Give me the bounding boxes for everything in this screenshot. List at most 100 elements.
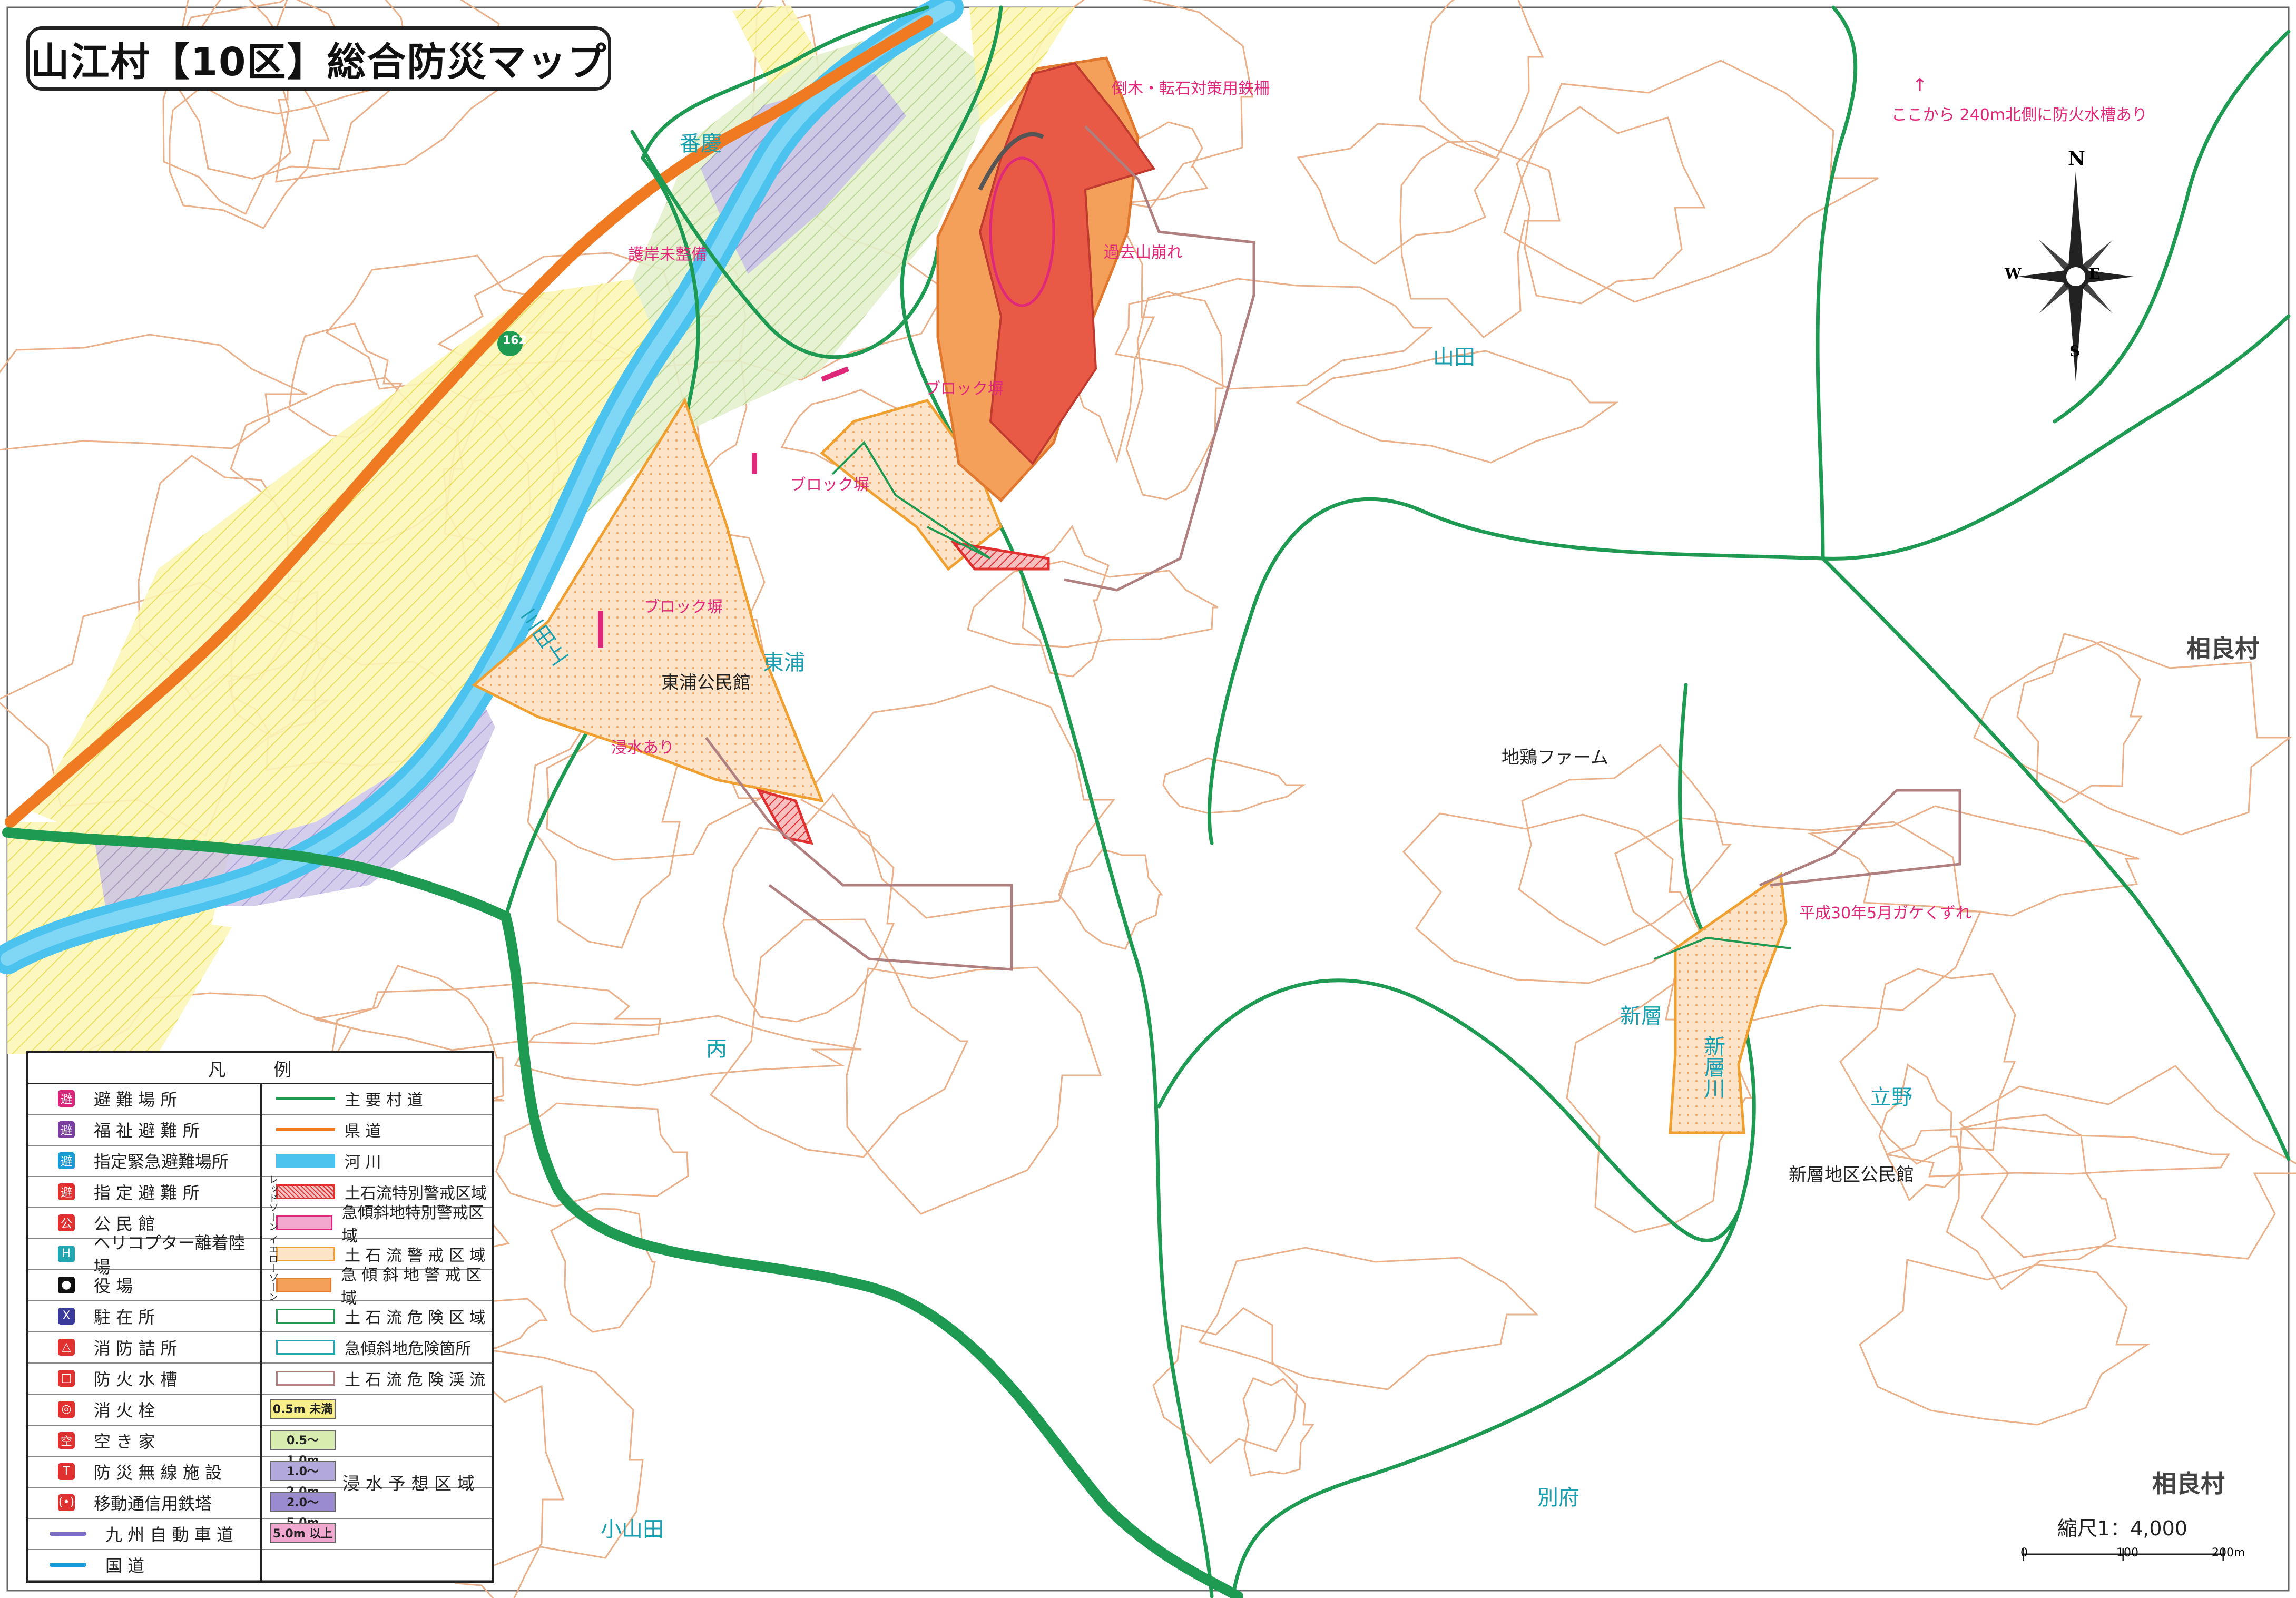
legend-right-label: 県 道 <box>345 1122 381 1141</box>
hazard-zones <box>472 56 1961 1134</box>
river-icon <box>276 1153 335 1168</box>
contour-line <box>1516 106 1706 305</box>
legend-right-label: 土石流特別警戒区域 <box>345 1184 487 1203</box>
contour-line <box>1399 140 1561 338</box>
contour-line <box>1198 1247 1539 1390</box>
legend-right-label: 急 傾 斜 地 警 戒 区 域 <box>341 1266 482 1308</box>
scale-tick-200: 200m <box>2212 1546 2245 1560</box>
contour-line <box>1807 805 2140 917</box>
flood-depth-swatch: 0.5～1.0m <box>270 1430 336 1467</box>
place-bankei: 番慶 <box>680 132 722 156</box>
annotation-flooding: 浸水あり <box>611 739 674 757</box>
legend-left-row: △消 防 詰 所 <box>28 1331 260 1362</box>
debris-stream-icon <box>276 1370 335 1386</box>
legend-right-row: 土 石 流 警 戒 区 域 <box>276 1238 492 1269</box>
place-hei: 丙 <box>706 1037 727 1061</box>
legend-right-row: 土 石 流 危 険 区 域 <box>276 1300 492 1331</box>
slope-warning-icon <box>276 1277 332 1292</box>
disaster-radio-icon: T <box>58 1463 75 1480</box>
contour-line <box>1114 278 1434 390</box>
compass-w: W <box>2005 265 2022 282</box>
contour-line <box>1946 1114 2117 1291</box>
place-higashiura: 東浦 <box>763 651 805 675</box>
flood-depth-swatch: 5.0m 以上 <box>270 1523 336 1543</box>
legend-right-row: 県 道 <box>276 1114 492 1145</box>
iron-fence <box>978 132 1044 191</box>
place-yamada: 山田 <box>1433 345 1475 369</box>
legend-left-row: ((•))移動通信用鉄塔 <box>28 1487 260 1518</box>
contour-line <box>1839 968 2016 1165</box>
legend-left-label: ヘリコプター離着陸場 <box>93 1232 246 1277</box>
contour-line <box>1125 291 1224 501</box>
legend-right-label: 急傾斜地特別警戒区域 <box>341 1203 484 1246</box>
annotation-past-landslide: 過去山崩れ <box>1104 243 1183 262</box>
scale-bar <box>2023 1548 2224 1561</box>
contour-line <box>1152 1307 1298 1465</box>
legend-left-row: 避指定緊急避難場所 <box>28 1145 260 1176</box>
legend-left-label: 防 火 水 槽 <box>94 1369 178 1389</box>
contour-line <box>1297 123 1500 265</box>
route-shield <box>497 331 523 356</box>
legend-right-label: 土 石 流 危 険 渓 流 <box>345 1370 486 1389</box>
contour-line <box>313 982 661 1051</box>
contour-line <box>1296 350 1619 464</box>
annotation-block-wall-2: ブロック塀 <box>790 476 869 494</box>
heliport-icon: H <box>58 1245 75 1262</box>
place-jidori-farm: 地鶏ファーム <box>1502 747 1608 768</box>
fire-hydrant-icon: ◎ <box>58 1400 75 1418</box>
contour-line <box>1878 1063 1963 1202</box>
legend-left-label: 国 道 <box>105 1555 145 1576</box>
place-sagara-2: 相良村 <box>2152 1469 2225 1498</box>
contour-line <box>1973 641 2292 836</box>
legend-right-row: 河 川 <box>276 1145 492 1176</box>
annotation-arrow-up: ↑ <box>1912 75 1928 96</box>
compass-s: S <box>2069 342 2081 360</box>
slope-special-warning-icon <box>276 1215 332 1230</box>
evacuation-site-icon: 避 <box>58 1090 75 1107</box>
legend-divider <box>260 1083 262 1583</box>
contour-line <box>967 560 1219 648</box>
scale-label: 縮尺1：4,000 <box>2057 1517 2187 1540</box>
legend-left-row: 避避 難 場 所 <box>28 1083 260 1114</box>
legend-left-row: ◎消 火 栓 <box>28 1394 260 1425</box>
legend-left-row: 避福 祉 避 難 所 <box>28 1114 260 1145</box>
higashiura-hall-label: 東浦公民館 <box>661 672 751 693</box>
flood-depth-swatch: 0.5m 未満 <box>270 1399 336 1419</box>
annotation-cliff-collapse: 平成30年5月ガケくずれ <box>1799 904 1972 923</box>
legend-right-row: 急傾斜地危険箇所 <box>276 1331 492 1362</box>
legend-left-label: 避 難 場 所 <box>94 1089 178 1110</box>
legend-right-row: 土石流特別警戒区域 <box>276 1176 492 1207</box>
slope-danger-icon <box>276 1339 335 1355</box>
designated-shelter-icon: 避 <box>58 1183 75 1200</box>
contour-line <box>1614 817 1982 1021</box>
main-village-road-icon <box>276 1096 335 1100</box>
legend-right-label: 土 石 流 危 険 区 域 <box>345 1308 486 1327</box>
police-box-icon: X <box>58 1307 75 1325</box>
legend-flood-label: 浸 水 予 想 区 域 <box>342 1473 475 1494</box>
legend-right-label: 急傾斜地危険箇所 <box>345 1339 471 1358</box>
legend-left-row: 九 州 自 動 車 道 <box>28 1518 260 1549</box>
legend-left-row: 空空 き 家 <box>28 1425 260 1456</box>
legend-left-label: 指定緊急避難場所 <box>94 1151 229 1172</box>
legend-left-label: 防 災 無 線 施 設 <box>94 1462 222 1483</box>
legend-red-zone: レッドゾーン <box>267 1174 278 1231</box>
contour-line <box>0 334 308 451</box>
contour-line <box>1886 1126 2230 1178</box>
flood-depth-swatch: 1.0～2.0m <box>270 1461 336 1498</box>
annotation-fence: 倒木・転石対策用鉄柵 <box>1112 80 1270 98</box>
scale-tick-100: 100 <box>2116 1546 2138 1560</box>
block-walls <box>598 366 849 648</box>
contour-line <box>722 793 895 1023</box>
contour-line <box>495 1102 689 1208</box>
legend-left-label: 公 民 館 <box>94 1213 155 1234</box>
community-hall-icon: 公 <box>58 1214 75 1231</box>
place-koyamada: 小山田 <box>601 1517 664 1542</box>
legend-left-row: □防 火 水 槽 <box>28 1362 260 1394</box>
flood-depth-swatch: 2.0～5.0m <box>270 1492 336 1530</box>
legend-left-label: 指 定 避 難 所 <box>94 1182 200 1203</box>
prefectural-road-icon <box>276 1128 335 1131</box>
debris-special-warning-icon <box>276 1184 335 1199</box>
legend-left-label: 福 祉 避 難 所 <box>94 1120 200 1141</box>
